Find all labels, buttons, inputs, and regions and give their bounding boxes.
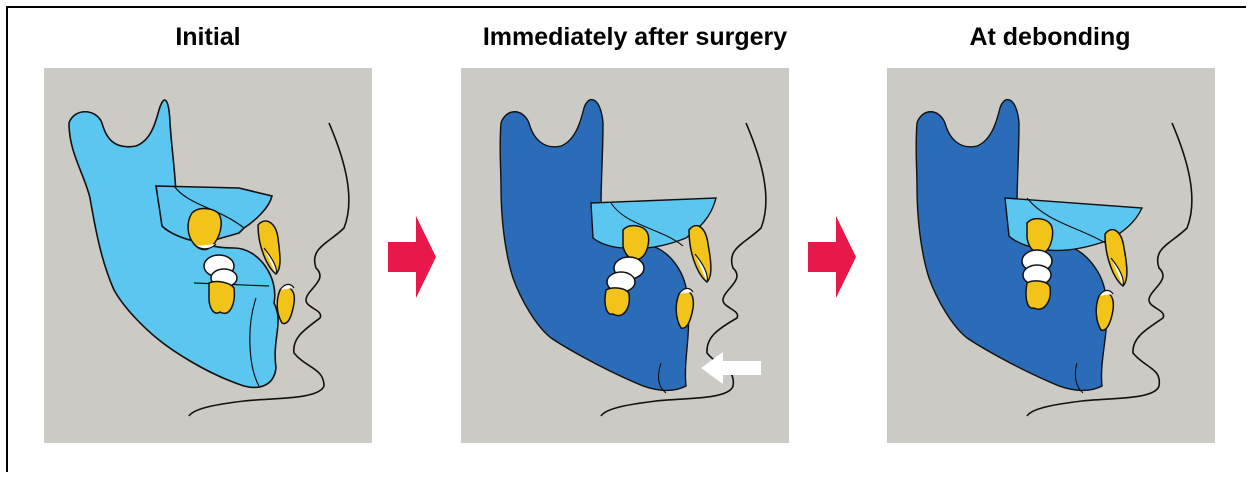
mandible-shape (69, 100, 278, 387)
panel-after-surgery (461, 68, 789, 443)
panel-initial (44, 68, 372, 443)
lower-incisor (1096, 293, 1113, 331)
upper-molar (188, 209, 221, 250)
panel-title-initial: Initial (44, 20, 372, 54)
panel-title-debonding: At debonding (885, 20, 1215, 54)
red-right-arrow-icon (808, 216, 856, 298)
lower-molar (1026, 281, 1050, 309)
upper-incisor (1105, 230, 1127, 286)
jaw-illustration-initial (44, 68, 372, 443)
upper-incisor (689, 226, 711, 282)
upper-molar (1027, 219, 1053, 254)
lower-incisor (277, 287, 294, 323)
lower-molar (209, 282, 234, 314)
jaw-illustration-after-surgery (461, 68, 789, 443)
red-right-arrow-icon (388, 216, 436, 298)
lower-molar (605, 288, 629, 316)
transition-arrow-1 (386, 212, 438, 302)
upper-molar (623, 226, 649, 260)
panel-title-after-surgery: Immediately after surgery (455, 20, 815, 54)
lower-incisor (676, 291, 693, 329)
jaw-illustration-debonding (887, 68, 1215, 443)
panel-debonding (887, 68, 1215, 443)
transition-arrow-2 (806, 212, 858, 302)
